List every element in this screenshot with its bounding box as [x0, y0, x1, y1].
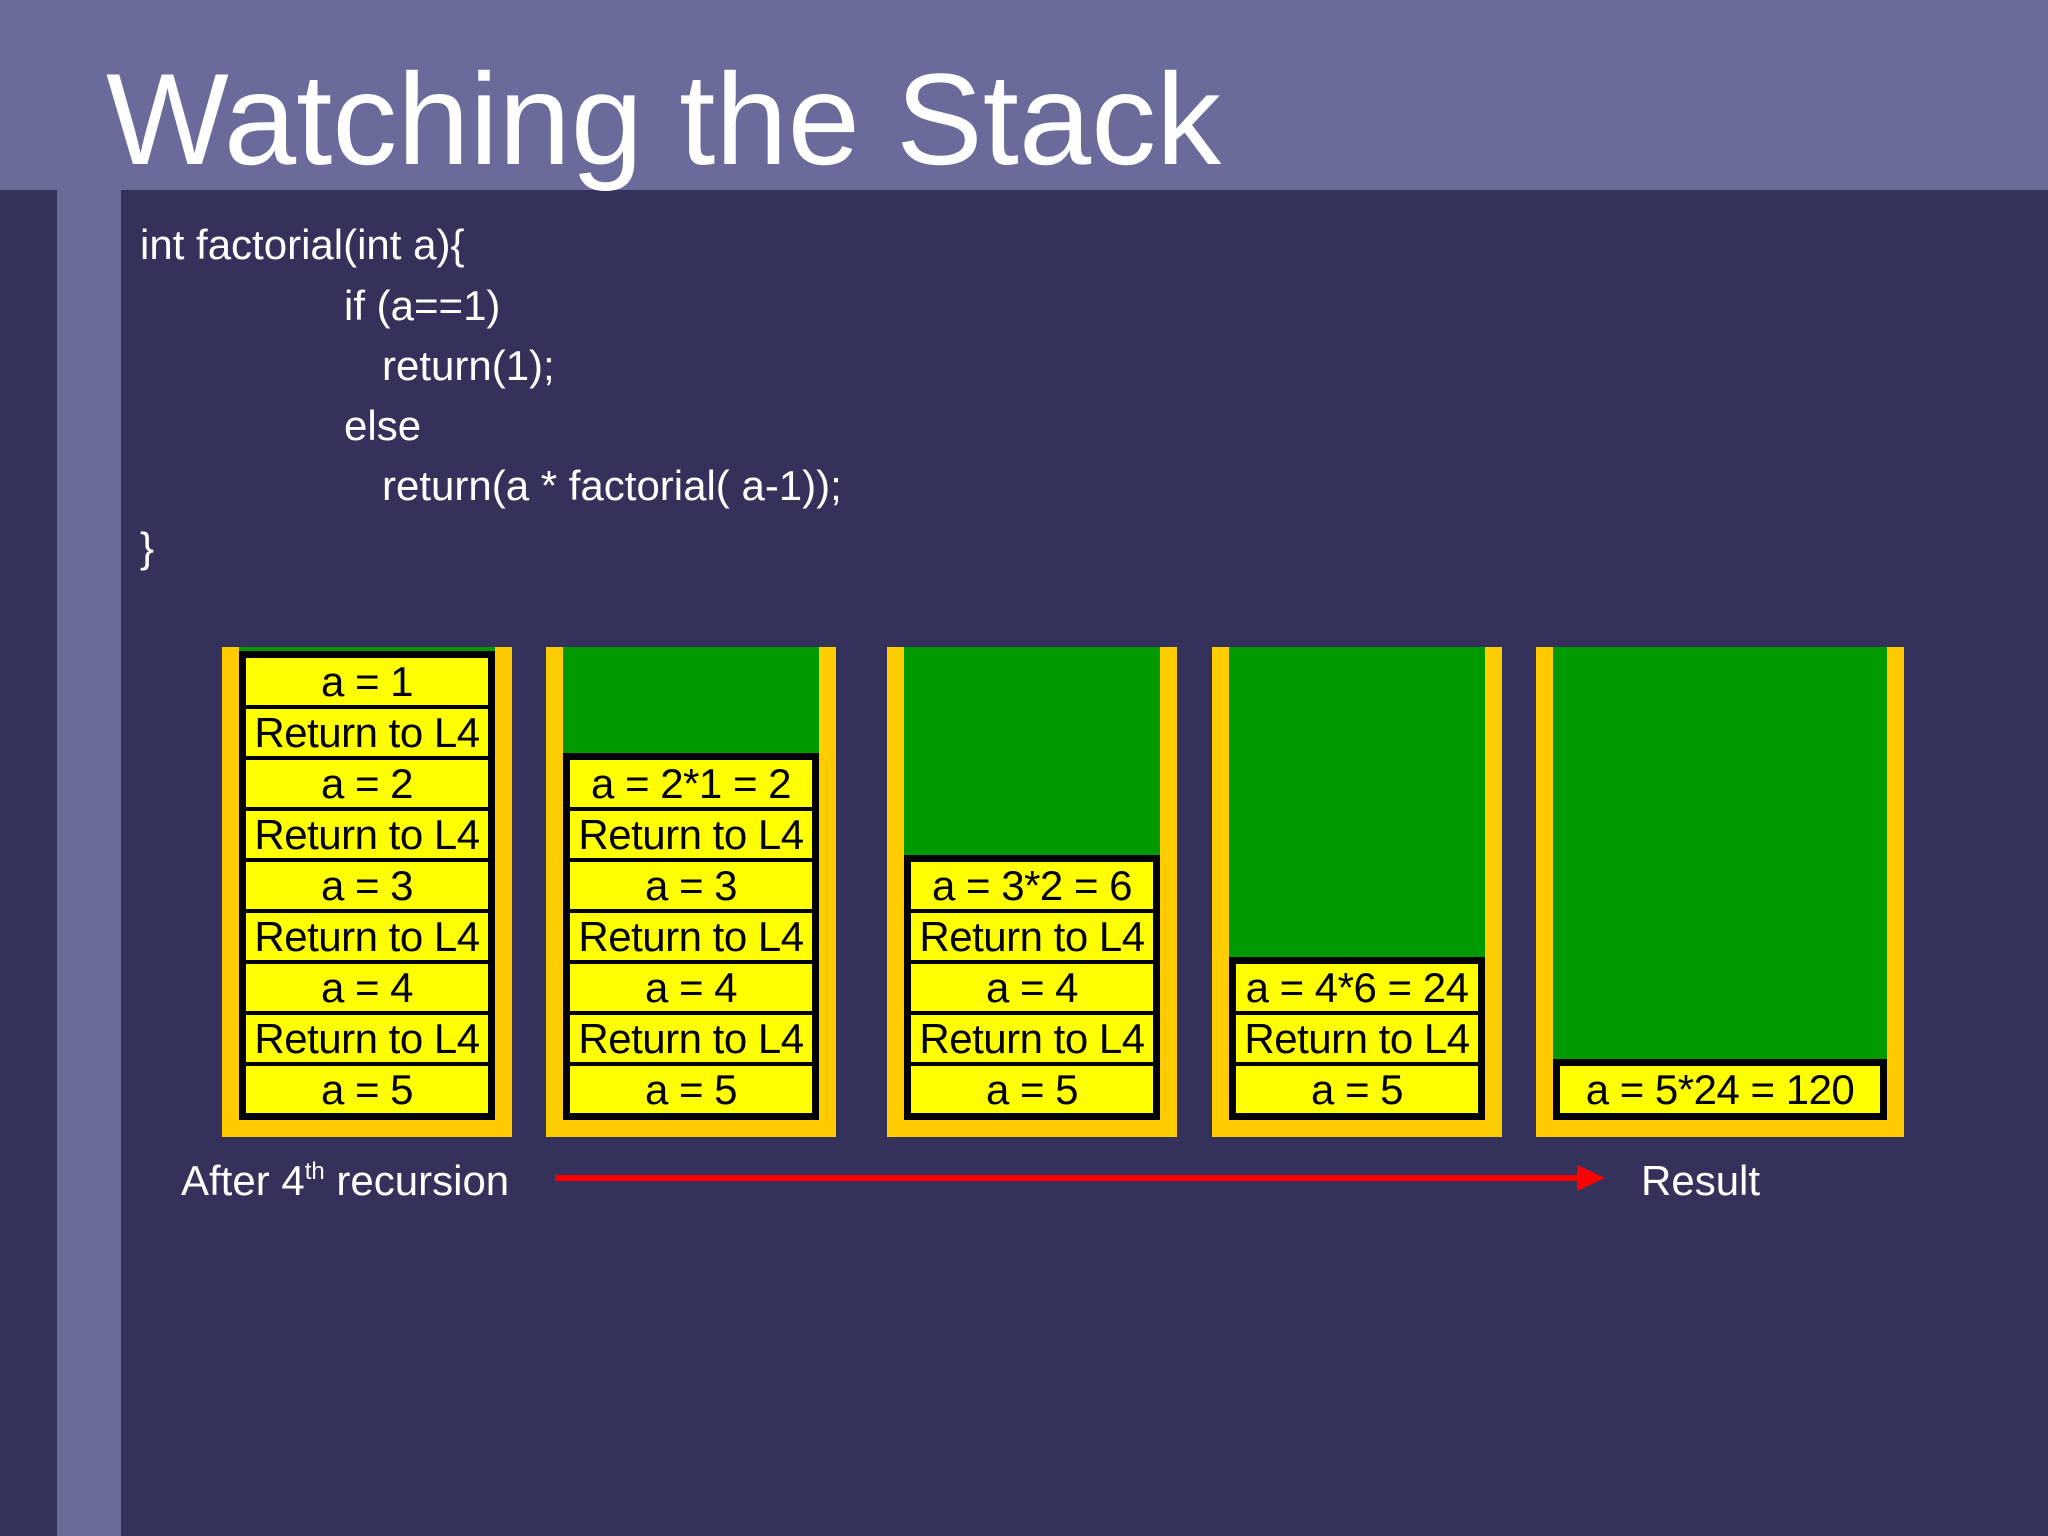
stack-area: a = 5*24 = 120: [1553, 647, 1887, 1120]
stack-cell: a = 5*24 = 120: [1560, 1066, 1880, 1113]
header-band: [0, 0, 2048, 190]
progress-arrow: [555, 1165, 1605, 1191]
stack-cell: Return to L4: [246, 709, 488, 756]
stack-cell: a = 5: [1236, 1066, 1478, 1113]
stack-cell: Return to L4: [570, 1015, 812, 1062]
code-line: return(1);: [382, 342, 555, 389]
code-line: int factorial(int a){: [140, 221, 465, 268]
stack-cell: Return to L4: [911, 1015, 1153, 1062]
stack-cell: a = 4: [246, 964, 488, 1011]
slide-title: Watching the Stack: [106, 46, 1222, 192]
stack-cell: Return to L4: [911, 913, 1153, 960]
arrow-head: [1577, 1165, 1605, 1191]
code-line: }: [140, 524, 155, 571]
stack-cell: Return to L4: [246, 1015, 488, 1062]
left-accent-bar: [57, 190, 121, 1536]
caption-result: Result: [1641, 1157, 1761, 1204]
stack-cell: a = 4: [570, 964, 812, 1011]
caption-after-recursion: After 4th recursion: [181, 1160, 509, 1202]
code-line: else: [344, 402, 422, 449]
stack-diagram: a = 5*24 = 120: [1536, 647, 1904, 1137]
stack-cell: Return to L4: [570, 811, 812, 858]
stack-cell: a = 5: [570, 1066, 812, 1113]
stack-cell: Return to L4: [1236, 1015, 1478, 1062]
stack-cell: a = 4*6 = 24: [1236, 964, 1478, 1011]
caption-prefix: After 4: [181, 1157, 305, 1204]
code-line: if (a==1): [344, 282, 501, 329]
caption-suffix: recursion: [324, 1157, 510, 1204]
stack-cell: a = 5: [911, 1066, 1153, 1113]
stack-cell: a = 3: [570, 862, 812, 909]
stack-cell: Return to L4: [246, 811, 488, 858]
stack-cell: a = 4: [911, 964, 1153, 1011]
stack-cell: a = 1: [246, 658, 488, 705]
stack-cell: Return to L4: [570, 913, 812, 960]
stack-cell: Return to L4: [246, 913, 488, 960]
stack-cell: a = 5: [246, 1066, 488, 1113]
code-line: return(a * factorial( a-1));: [382, 462, 842, 509]
caption-superscript: th: [304, 1158, 325, 1185]
stack-frame: a = 5*24 = 120: [1553, 1059, 1887, 1120]
stack-cell: a = 2*1 = 2: [570, 760, 812, 807]
stack-cell: a = 2: [246, 760, 488, 807]
stack-cell: a = 3: [246, 862, 488, 909]
stack-cell: a = 3*2 = 6: [911, 862, 1153, 909]
